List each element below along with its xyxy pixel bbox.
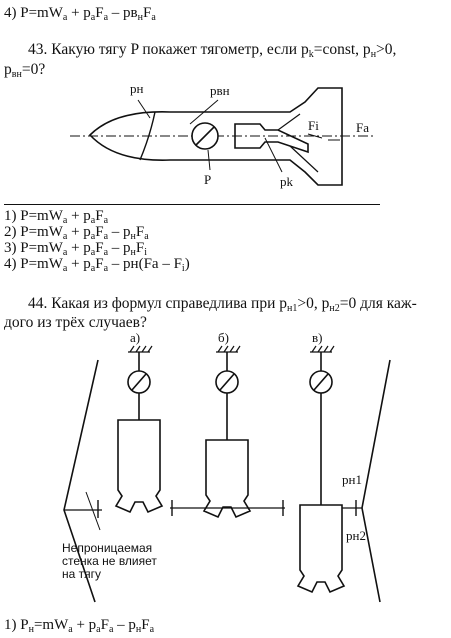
question-43-text: 43. Какую тягу P покажет тягометр, если … (28, 41, 397, 60)
mount-b (216, 345, 241, 353)
label-a: а) (130, 330, 140, 345)
rocket-b (202, 439, 252, 519)
rocket-thrust-diagram: pн pвн Fi Fa P pk (70, 81, 375, 189)
three-cases-diagram: а) б) в) pн1 pн2 (63, 330, 391, 603)
previous-answer-option-4: 4) P=mWa + paFa – pвнFa (4, 5, 156, 23)
internal-wall (139, 111, 156, 161)
q43-option-2: 2) P=mWa + paFa – pнFa (4, 224, 149, 242)
mount-a (128, 345, 153, 353)
label-P: P (204, 172, 211, 187)
mount-v (310, 345, 335, 353)
label-b: б) (218, 330, 229, 345)
label-v: в) (312, 330, 322, 345)
q44-option-1: 1) Pн=mWa + paFa – pнFa (4, 617, 155, 635)
q43-option-3: 3) P=mWa + paFa – pнFi (4, 240, 148, 258)
q43-option-1: 1) P=mWa + paFa (4, 208, 109, 226)
rocket-v (296, 504, 346, 594)
label-pvn: pвн (210, 83, 230, 98)
question-44-text: 44. Какая из формул справедлива при pн1>… (28, 295, 417, 314)
question-43-text-line2: pвн=0? (4, 61, 46, 80)
q43-option-4: 4) P=mWa + paFa – pн(Fa – Fi) (4, 256, 190, 274)
combustion-chamber (234, 123, 309, 154)
label-Fi: Fi (308, 118, 319, 133)
rocket-a (114, 419, 164, 514)
label-pk: pk (280, 174, 294, 189)
label-Fa: Fa (356, 120, 369, 135)
wall-note: Непроницаемая стенка не влияет на тягу (62, 541, 157, 581)
right-wall (361, 359, 391, 603)
question-44-text-line2: дого из трёх случаев? (4, 314, 147, 331)
label-pn: pн (130, 81, 144, 96)
separator-line (4, 204, 380, 205)
label-pn1: pн1 (342, 472, 362, 487)
label-pn2: pн2 (346, 528, 366, 543)
